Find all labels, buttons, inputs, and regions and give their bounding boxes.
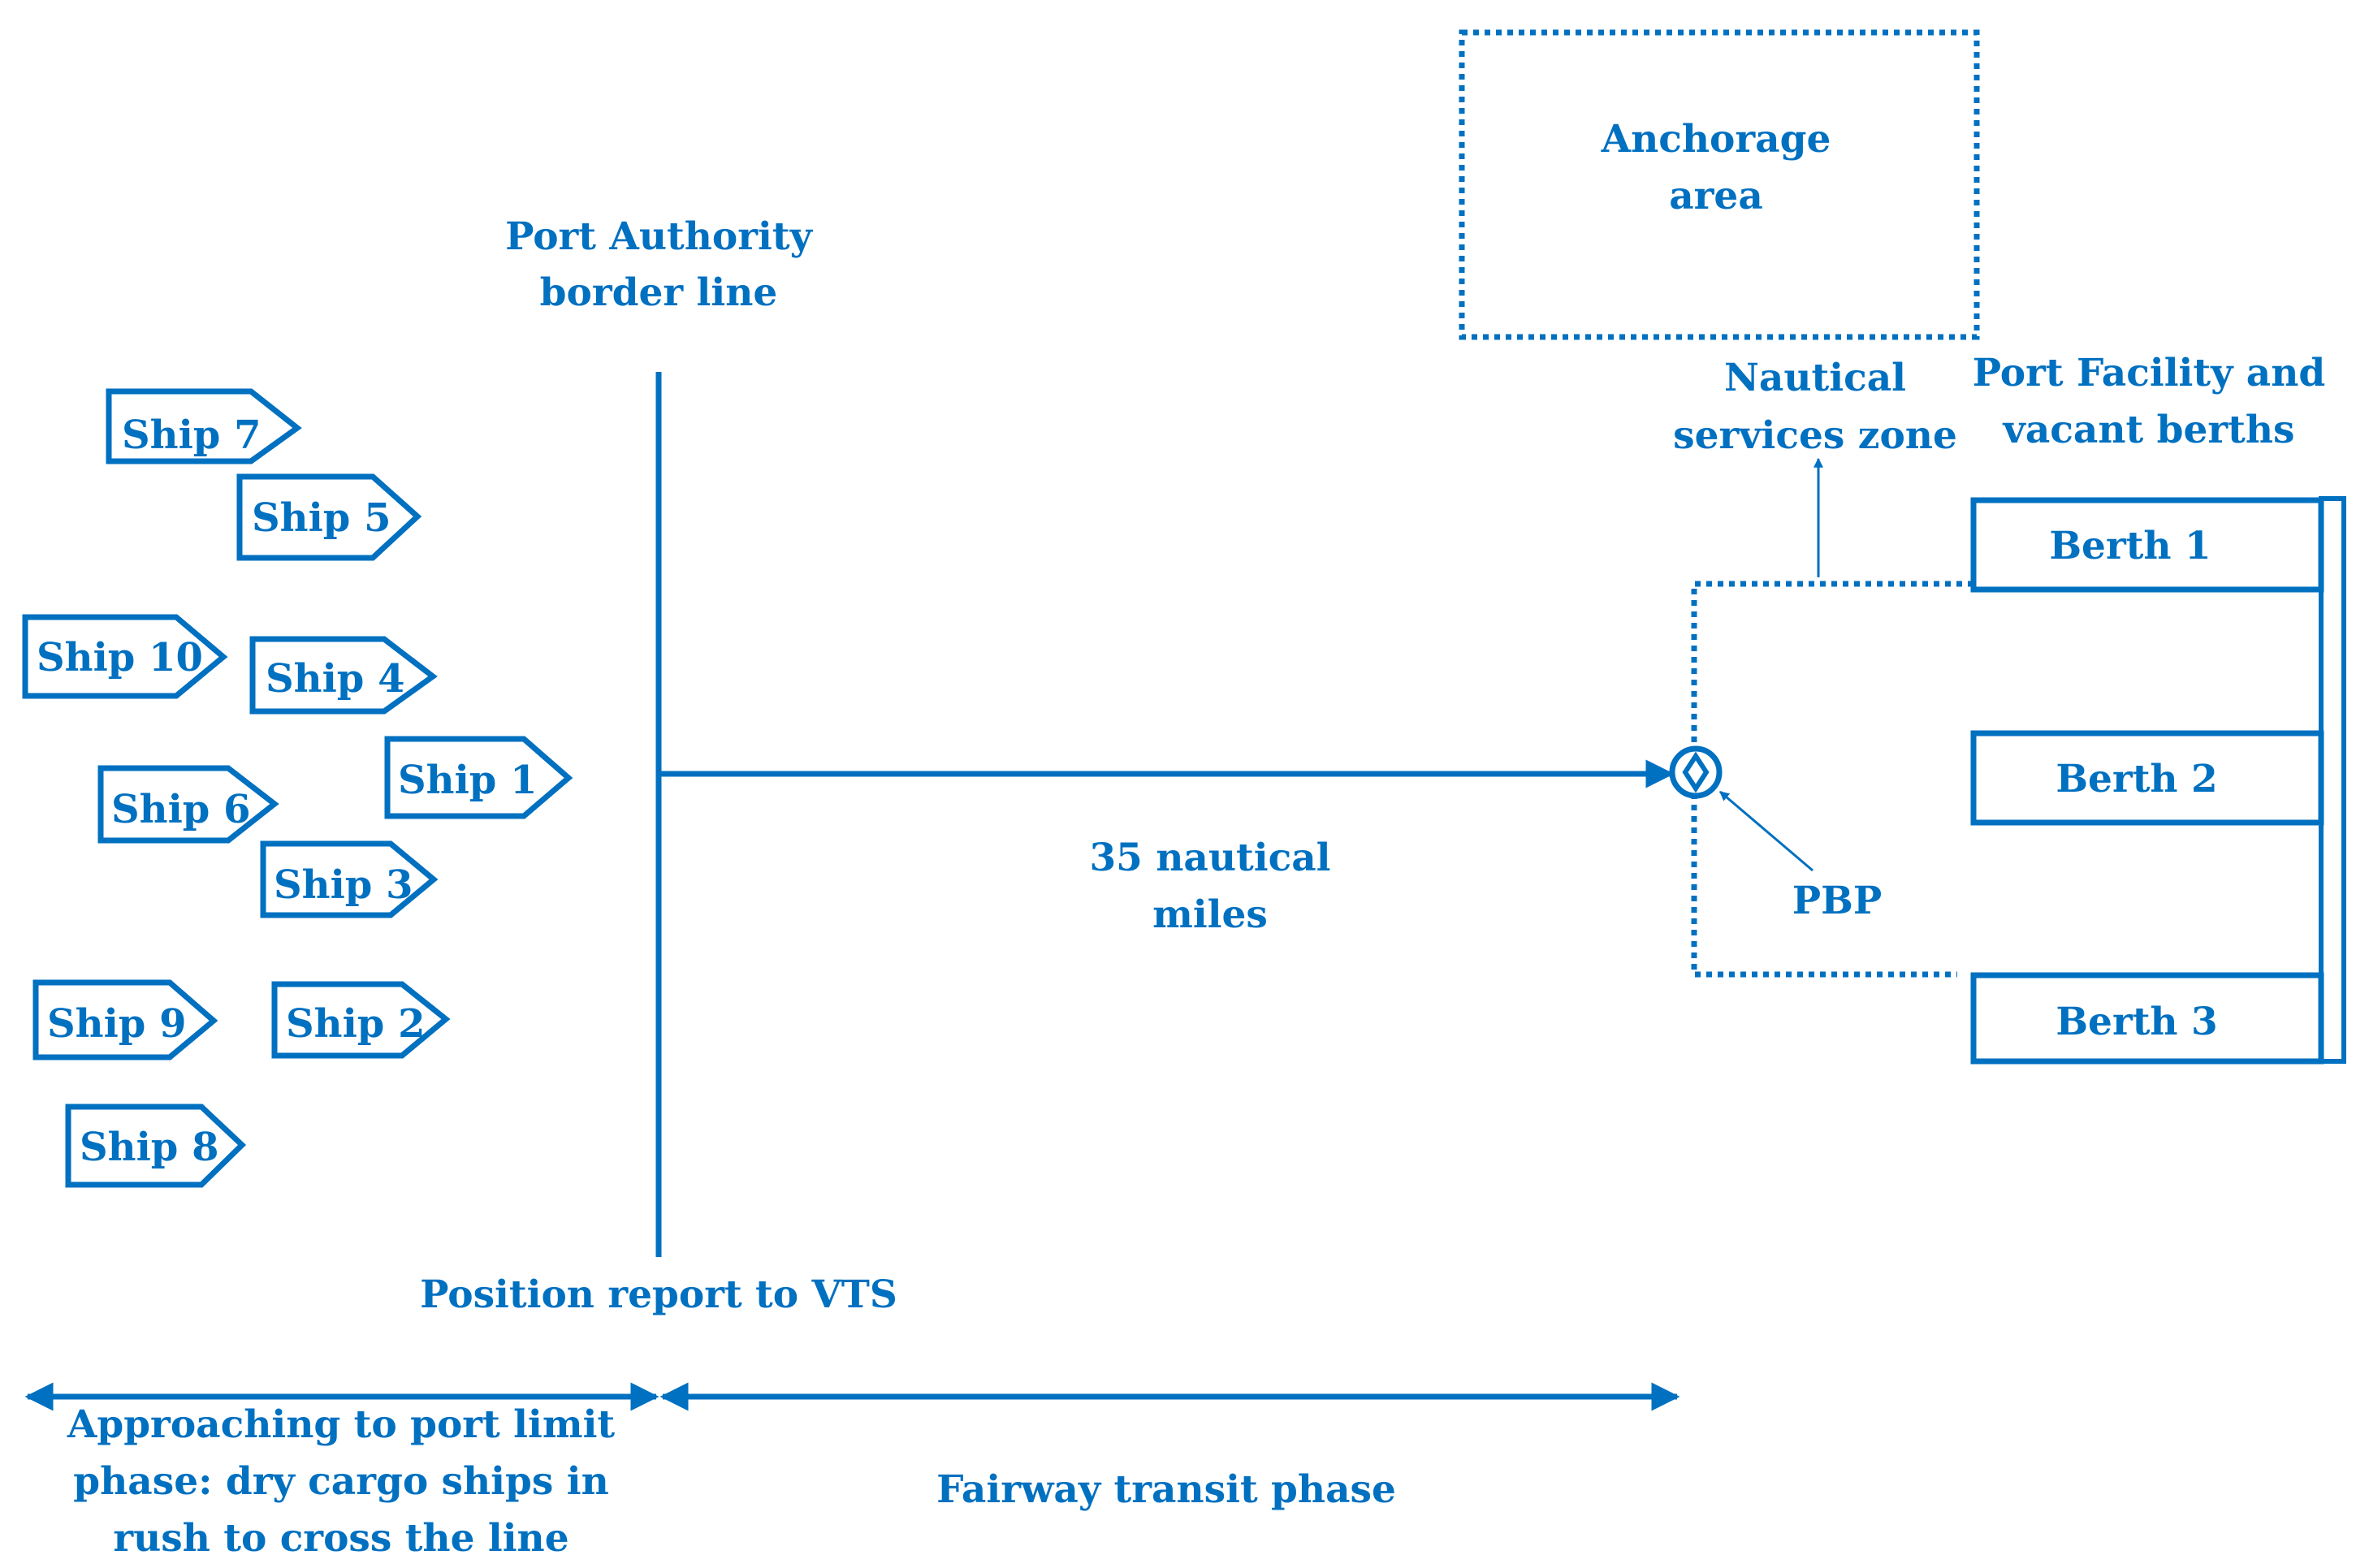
ship-label: Ship 4 [266, 656, 404, 702]
nautical-zone-label: Nautical [1724, 356, 1906, 400]
berth-1: Berth 1 [1970, 497, 2324, 593]
ship-label: Ship 7 [122, 413, 261, 458]
anchorage-label-2: area [1669, 174, 1763, 218]
port-facility-label-2: vacant berths [2003, 408, 2295, 452]
ship-label: Ship 5 [252, 495, 391, 541]
position-report-label: Position report to VTS [420, 1272, 897, 1317]
ship-label: Ship 8 [80, 1125, 218, 1170]
anchorage-label: Anchorage [1601, 117, 1831, 162]
approach-phase-label: Approaching to port limit [67, 1402, 616, 1447]
ship-label: Ship 2 [286, 1001, 425, 1047]
ship-10: Ship 10 [22, 614, 228, 699]
pbp-marker [1669, 745, 1723, 799]
pbp-pointer [1719, 790, 1813, 872]
approach-phase-label-2: phase: dry cargo ships in [73, 1459, 608, 1504]
ship-group: Ship 7 Ship 5 Ship 10 Ship 4 Ship 1 Ship… [22, 388, 573, 1188]
distance-label: 35 nautical [1089, 836, 1330, 880]
berth-2: Berth 2 [1970, 730, 2324, 826]
ship-7: Ship 7 [106, 388, 302, 464]
port-facility-label: Port Facility and [1973, 351, 2326, 395]
ship-label: Ship 3 [274, 862, 413, 908]
ship-2: Ship 2 [271, 981, 451, 1059]
border-line-title: Port Authority [505, 214, 813, 259]
ship-3: Ship 3 [260, 840, 439, 918]
border-line-title-2: border line [540, 270, 778, 315]
berth-3: Berth 3 [1970, 972, 2324, 1065]
ship-label: Ship 9 [47, 1001, 186, 1047]
berth-label: Berth 1 [2049, 524, 2211, 568]
ship-label: Ship 6 [111, 787, 250, 832]
ship-1: Ship 1 [384, 736, 573, 819]
approach-phase-label-3: rush to cross the line [113, 1516, 568, 1561]
berth-label: Berth 3 [2056, 1000, 2217, 1044]
fairway-phase-label: Fairway transit phase [936, 1467, 1396, 1512]
distance-label-2: miles [1152, 892, 1268, 937]
ship-label: Ship 10 [37, 635, 203, 680]
ship-label: Ship 1 [398, 758, 537, 803]
ship-4: Ship 4 [249, 636, 438, 715]
ship-5: Ship 5 [236, 473, 422, 561]
pbp-label: PBP [1792, 879, 1882, 923]
nautical-zone-label-2: services zone [1673, 413, 1957, 458]
nautical-zone-boundary [1691, 581, 1973, 978]
ship-8: Ship 8 [65, 1104, 247, 1188]
quay-wall [2319, 496, 2346, 1064]
berth-label: Berth 2 [2056, 757, 2217, 801]
ship-6: Ship 6 [97, 765, 279, 844]
ship-9: Ship 9 [32, 979, 218, 1060]
